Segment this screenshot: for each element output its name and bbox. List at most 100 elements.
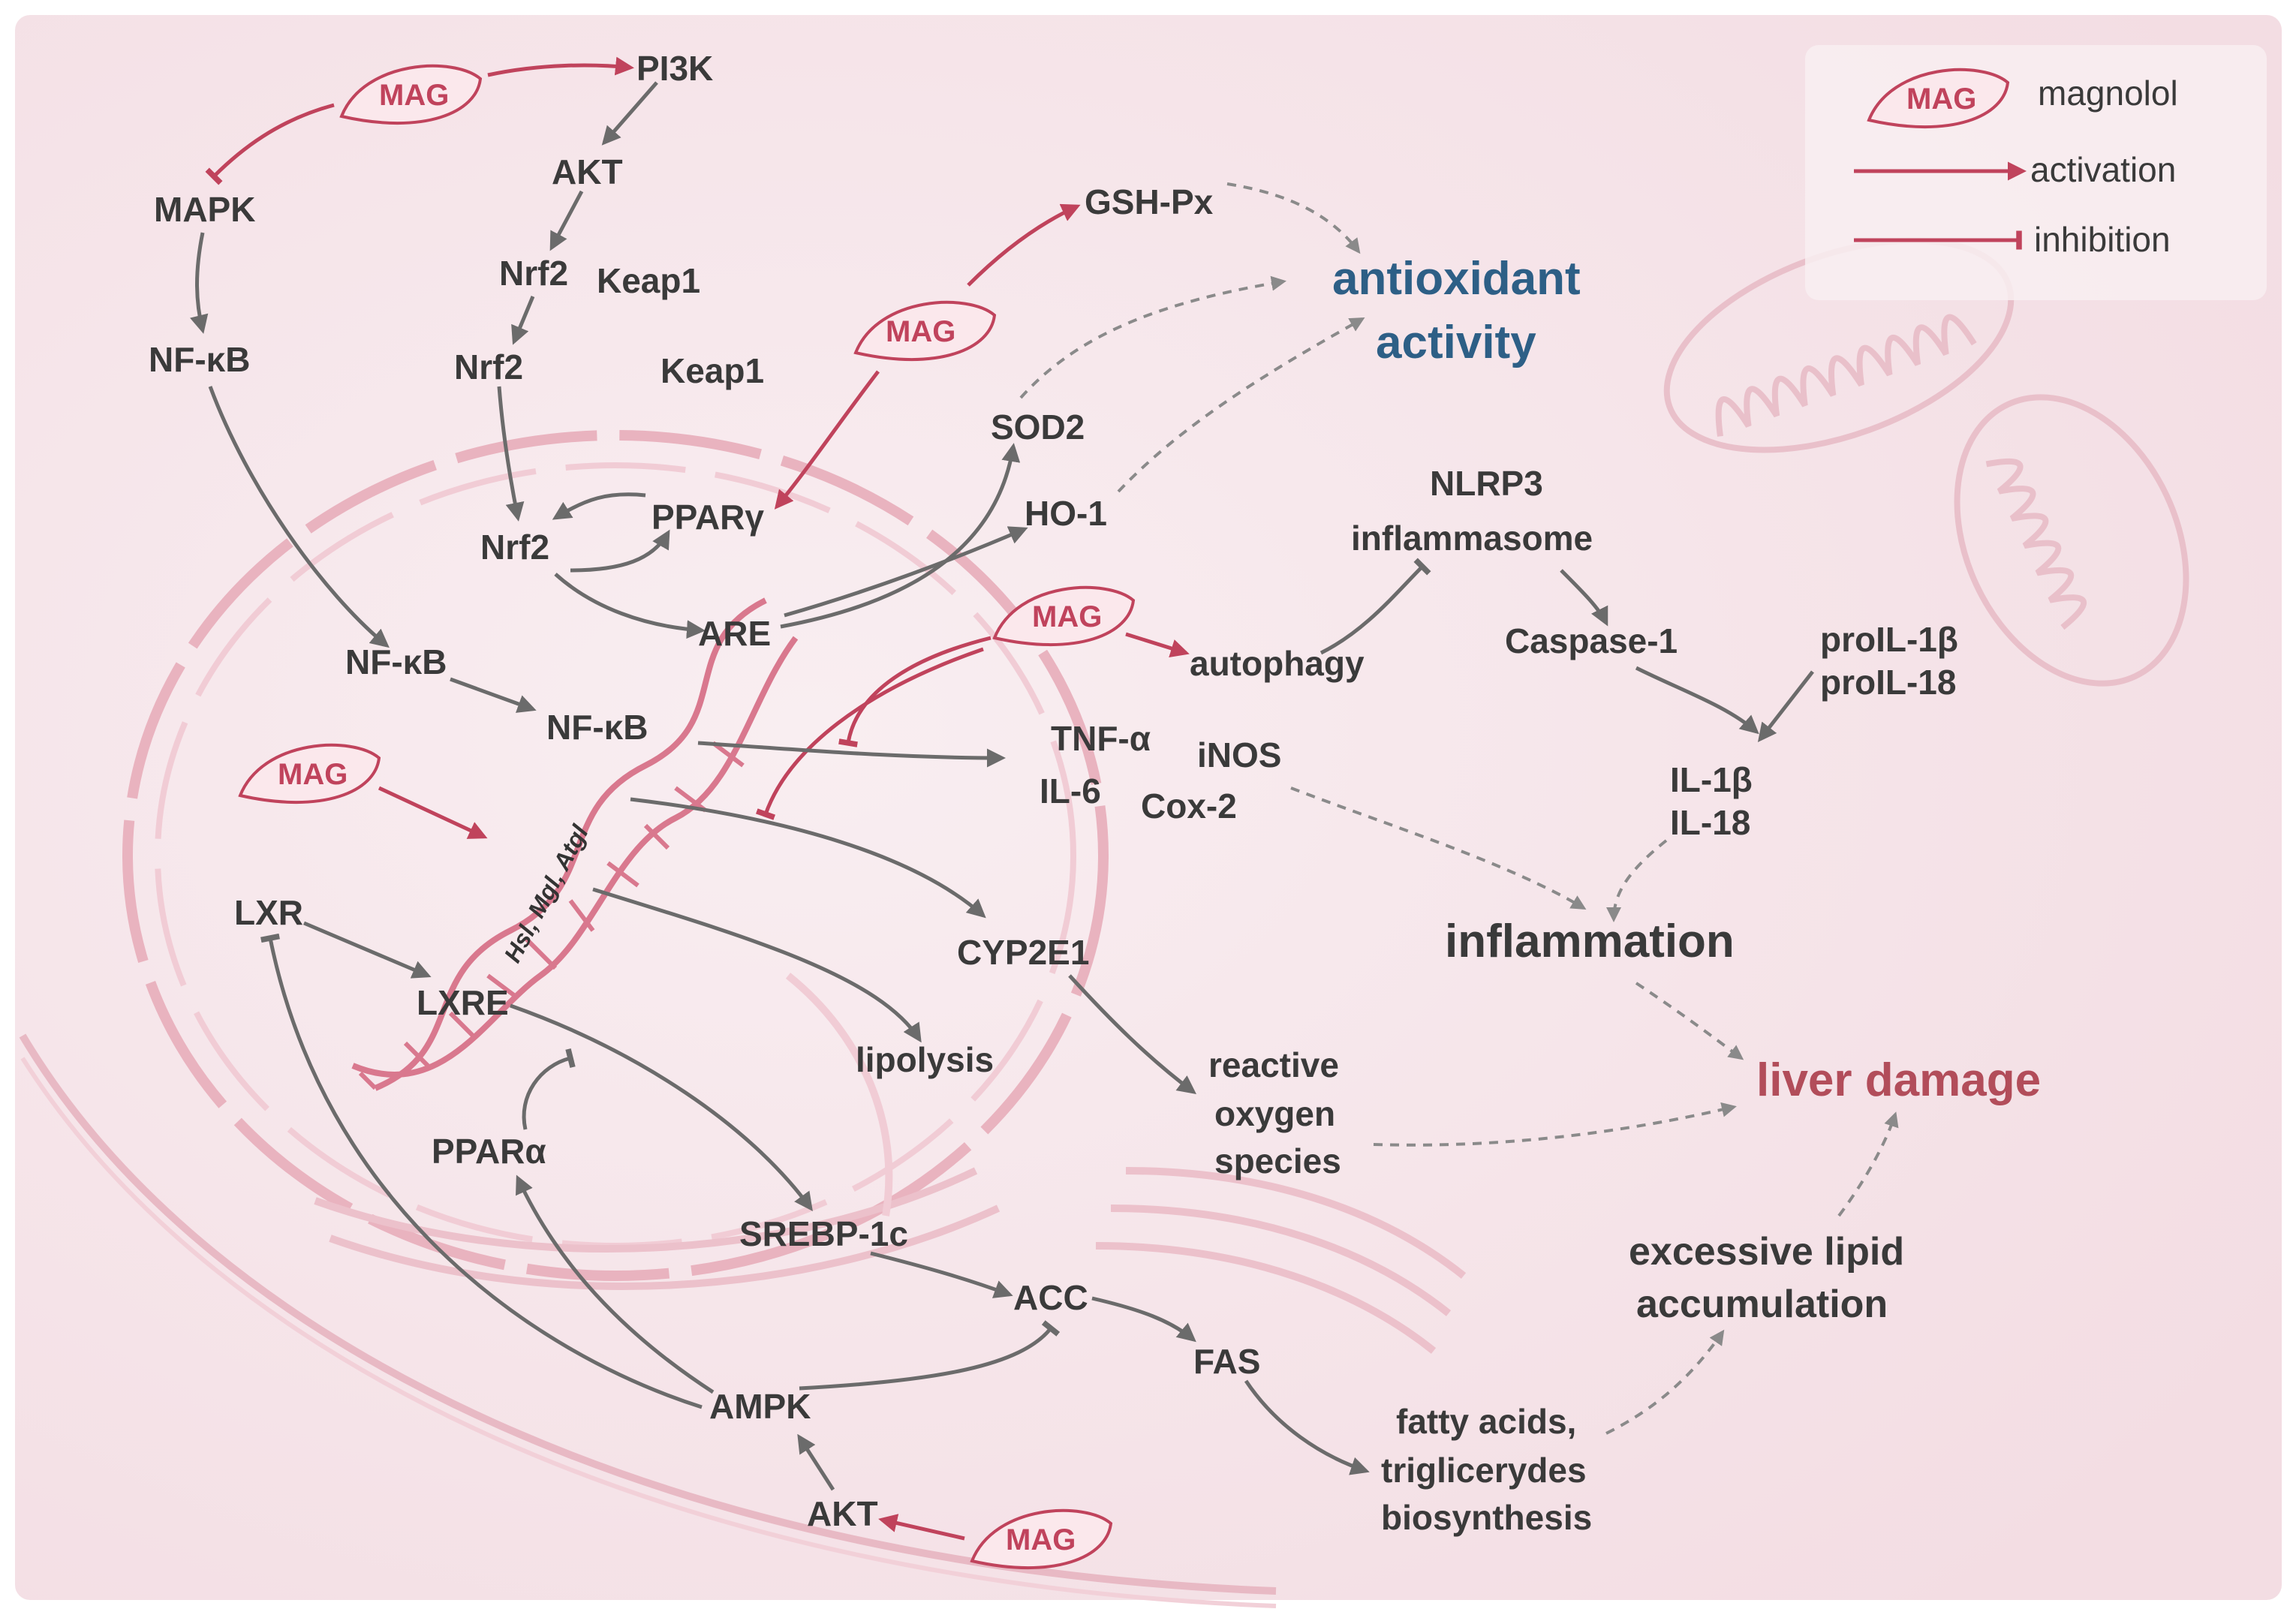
nrf2-to-nrf2-arrow: [511, 296, 535, 345]
node-nfkb-a: NF-κB: [149, 340, 251, 379]
legend-activation-label: activation: [2030, 150, 2176, 189]
endoplasmic-reticulum-icon: [314, 973, 1467, 1354]
node-caspase1: Caspase-1: [1505, 621, 1678, 660]
mag-to-pparg-arrow: [774, 370, 880, 510]
inflammation-to-liver-damage-arrow: [1635, 982, 1744, 1060]
node-proil1b: proIL-1β: [1820, 620, 1958, 659]
node-ampk: AMPK: [709, 1387, 811, 1426]
nfkb-to-cyp2e1-arrow: [630, 797, 986, 919]
node-il6: IL-6: [1040, 771, 1101, 811]
ppara-inhibits-lxre: [522, 1048, 576, 1130]
mag-to-dna-arrow: [378, 786, 488, 839]
node-acc: ACC: [1013, 1278, 1088, 1317]
node-fatty-acids: fatty acids,: [1396, 1402, 1576, 1441]
node-nrf2-c: Nrf2: [480, 528, 549, 567]
fas-to-fatty-acids-arrow: [1244, 1379, 1370, 1475]
svg-text:MAG: MAG: [1032, 600, 1102, 633]
node-inos: iNOS: [1197, 735, 1281, 774]
node-lxr: LXR: [234, 893, 303, 932]
node-il18: IL-18: [1670, 803, 1750, 842]
mag-leaf-icon: MAG: [854, 300, 996, 362]
sod2-to-antioxidant-arrow: [1019, 275, 1286, 399]
ampk-inhibits-lxr: [260, 933, 703, 1409]
caspase1-to-il1b-arrow: [1635, 666, 1759, 735]
mag-inhibits-mapk: [205, 103, 335, 185]
outcome-antioxidant: antioxidant: [1332, 253, 1581, 305]
acc-to-fas-arrow: [1091, 1296, 1196, 1343]
outcome-lipid-1: excessive lipid: [1629, 1230, 1904, 1274]
srebp-to-acc-arrow: [870, 1251, 1013, 1298]
lxr-to-lxre-arrow: [303, 921, 432, 979]
node-ros-2: oxygen: [1214, 1094, 1335, 1133]
node-il1b: IL-1β: [1670, 760, 1753, 799]
mag-to-gshpx-arrow: [967, 203, 1081, 287]
legend-mag-badge: MAG: [1906, 83, 1976, 116]
legend-magnolol-label: magnolol: [2038, 74, 2178, 113]
akt-to-ampk-arrow: [797, 1433, 835, 1491]
node-ppar-alpha: PPARα: [432, 1132, 546, 1171]
lxre-to-srebp-arrow: [510, 1003, 813, 1212]
node-nfkb-b: NF-κB: [345, 642, 447, 681]
fatty-acids-to-lipid-arrow: [1605, 1329, 1725, 1435]
node-akt-top: AKT: [552, 152, 623, 191]
mapk-to-nfkb-arrow: [190, 232, 209, 334]
node-mapk: MAPK: [154, 190, 255, 229]
node-proil18: proIL-18: [1820, 663, 1956, 702]
node-nlrp3: NLRP3: [1430, 464, 1543, 503]
node-keap1-b: Keap1: [661, 351, 764, 390]
legend-inhibition-label: inhibition: [2034, 220, 2171, 259]
dna-helix-icon: [351, 597, 799, 1091]
cell-membrane-inner: [20, 1057, 1277, 1608]
outcome-activity: activity: [1376, 317, 1536, 368]
node-nrf2-b: Nrf2: [454, 347, 523, 386]
lipid-to-liver-damage-arrow: [1837, 1111, 1899, 1217]
pparg-to-nrf2-arrow: [552, 492, 646, 520]
akt-to-nrf2-arrow: [549, 190, 584, 251]
svg-text:MAG: MAG: [278, 758, 348, 791]
nrf2-to-pparg-arrow: [570, 529, 670, 573]
node-akt-bottom: AKT: [807, 1494, 878, 1533]
node-are: ARE: [698, 614, 771, 653]
node-lipolysis: lipolysis: [856, 1040, 994, 1079]
node-sod2: SOD2: [991, 408, 1085, 447]
nfkb-to-nfkb-arrow: [208, 386, 390, 648]
svg-text:MAG: MAG: [1006, 1523, 1076, 1556]
outcome-inflammation: inflammation: [1445, 916, 1735, 967]
ampk-inhibits-acc: [799, 1320, 1061, 1391]
outcome-liver-damage: liver damage: [1756, 1054, 2041, 1106]
svg-text:MAG: MAG: [886, 315, 955, 348]
mag-leaf-icon: MAG: [970, 1508, 1112, 1570]
nfkb-to-cytokines-arrow: [697, 741, 1006, 768]
dna-to-lipolysis-arrow: [592, 887, 922, 1043]
mag-leaf-icon: MAG: [239, 743, 381, 804]
svg-text:MAG: MAG: [379, 79, 449, 112]
node-fas: FAS: [1193, 1342, 1260, 1381]
background-panel: [15, 15, 2282, 1600]
legend: MAG magnolol activation inhibition: [1805, 45, 2267, 300]
mag-inhibits-nfkb-2: [755, 647, 984, 820]
node-inflammasome: inflammasome: [1351, 519, 1593, 558]
ho1-to-antioxidant-arrow: [1117, 317, 1365, 493]
ros-to-liver-damage-arrow: [1373, 1102, 1737, 1147]
node-autophagy: autophagy: [1190, 644, 1365, 683]
node-cyp2e1: CYP2E1: [957, 933, 1089, 972]
mag-inhibits-nfkb-1: [838, 636, 992, 747]
node-ros-1: reactive: [1208, 1045, 1339, 1084]
mag-to-pi3k-arrow: [487, 56, 634, 77]
mag-to-autophagy-arrow: [1125, 632, 1190, 657]
node-ho1: HO-1: [1025, 494, 1107, 533]
node-cox2: Cox-2: [1141, 786, 1237, 826]
cyp2e1-to-ros-arrow: [1068, 974, 1196, 1095]
nrf2-to-nrf2-nuclear-arrow: [497, 386, 525, 522]
node-pi3k: PI3K: [636, 49, 713, 88]
node-keap1-a: Keap1: [597, 261, 700, 300]
node-srebp: SREBP-1c: [739, 1214, 908, 1253]
node-ros-3: species: [1214, 1141, 1341, 1180]
node-nrf2-a: Nrf2: [499, 254, 568, 293]
autophagy-inhibits-nlrp3: [1320, 558, 1431, 655]
node-gshpx: GSH-Px: [1085, 182, 1214, 221]
ampk-to-ppara-arrow: [516, 1174, 715, 1394]
pi3k-to-akt-arrow: [601, 81, 658, 146]
gshpx-to-antioxidant-arrow: [1226, 182, 1361, 254]
